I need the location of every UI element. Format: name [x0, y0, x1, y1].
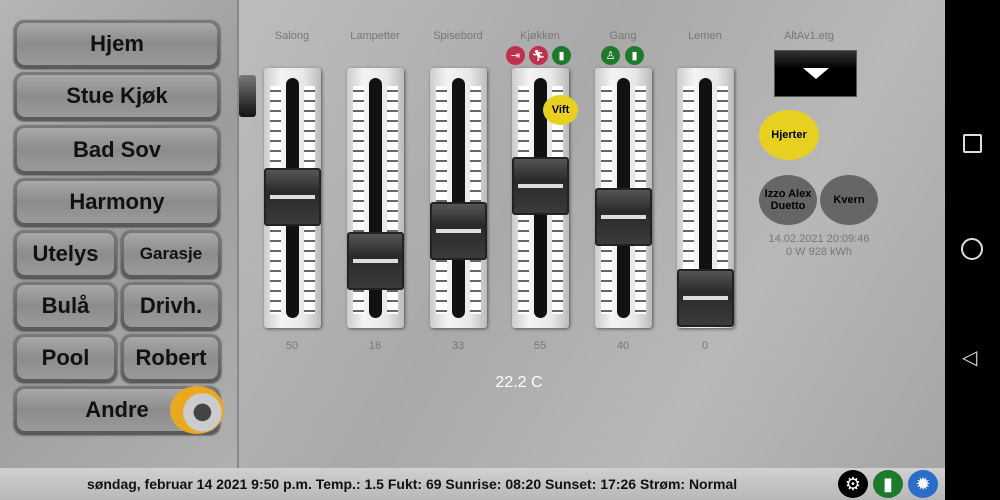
vift-label: Vift: [551, 104, 570, 116]
tick-marks: [387, 86, 398, 314]
tick-marks: [717, 86, 728, 314]
weather-icon[interactable]: ✹: [908, 470, 938, 498]
menu-harmony[interactable]: Harmony: [14, 178, 220, 226]
menu-robert[interactable]: Robert: [121, 334, 221, 382]
slider-slot: [452, 78, 465, 318]
dropdown-button[interactable]: [774, 50, 857, 97]
dimmer-slider[interactable]: [430, 68, 487, 328]
kvern-label: Kvern: [833, 194, 865, 206]
dimmer-slider[interactable]: [347, 68, 404, 328]
menu-label: Robert: [124, 337, 218, 379]
slider-knob[interactable]: [595, 187, 652, 246]
dimmer-slider[interactable]: [264, 68, 321, 328]
person-icon: ♙: [601, 46, 620, 65]
izzo-button[interactable]: Izzo Alex Duetto: [759, 175, 817, 225]
chevron-down-icon: [802, 68, 829, 79]
slider-value: 55: [533, 340, 547, 352]
menu-label: Hjem: [17, 23, 217, 65]
slider-value: 18: [368, 340, 382, 352]
slider-label: Lemen: [688, 30, 722, 42]
menu-label: Bad Sov: [17, 128, 217, 171]
menu-label: Pool: [17, 337, 114, 379]
menu-label: Drivh.: [124, 285, 218, 327]
menu-garasje[interactable]: Garasje: [121, 230, 221, 278]
slider-label: Salong: [274, 30, 310, 42]
slider-knob[interactable]: [430, 202, 487, 260]
slider-label: Kjøkken: [520, 30, 560, 42]
settings-icon[interactable]: ⚙: [838, 470, 868, 498]
slider-value: 40: [616, 340, 630, 352]
tick-marks: [683, 86, 694, 314]
home-button[interactable]: [961, 238, 983, 260]
slider-value: 33: [451, 340, 465, 352]
menu-utelys[interactable]: Utelys: [14, 230, 117, 278]
tick-marks: [353, 86, 364, 314]
motion-icon: 🏃︎: [529, 46, 548, 65]
dimmer-slider[interactable]: [677, 68, 734, 328]
status-text: søndag, februar 14 2021 9:50 p.m. Temp.:…: [87, 476, 738, 492]
menu-bad-sov[interactable]: Bad Sov: [14, 125, 220, 174]
slider-knob[interactable]: [347, 232, 404, 291]
dimmer-slider[interactable]: [595, 68, 652, 328]
menu-label: Garasje: [124, 233, 218, 275]
slider-knob[interactable]: [264, 167, 321, 226]
camera-icon[interactable]: [170, 386, 224, 434]
menu-pool[interactable]: Pool: [14, 334, 117, 382]
battery-icon: ▮: [625, 46, 644, 65]
hjerter-button[interactable]: Hjerter: [759, 110, 819, 160]
tick-marks: [436, 86, 447, 314]
power-reading: 0 W 928 kWh: [785, 246, 853, 258]
menu-label: Utelys: [17, 233, 114, 275]
menu-drivh[interactable]: Drivh.: [121, 282, 221, 330]
hjerter-label: Hjerter: [771, 129, 807, 141]
menu-bula[interactable]: Bulå: [14, 282, 117, 330]
slider-label: Lampetter: [350, 30, 400, 42]
slider-label: Spisebord: [433, 30, 483, 42]
dropdown-label: AltAv1.etg: [784, 30, 834, 42]
slider-value: 50: [285, 340, 299, 352]
scroll-handle[interactable]: [239, 75, 256, 117]
room-menu: Hjem Stue Kjøk Bad Sov Harmony Utelys Ga…: [0, 0, 237, 468]
timestamp: 14.02.2021 20:09:46: [768, 233, 870, 245]
slider-label: Gang: [609, 30, 637, 42]
slider-value: 0: [701, 340, 709, 352]
power-info: 14.02.2021 20:09:46 0 W 928 kWh: [749, 233, 889, 259]
menu-label: Stue Kjøk: [17, 75, 217, 117]
door-icon: ⇥: [506, 46, 525, 65]
temperature: 22.2 C: [495, 374, 543, 391]
menu-hjem[interactable]: Hjem: [14, 20, 220, 68]
dimmer-slider[interactable]: [512, 68, 569, 328]
slider-slot: [699, 78, 712, 318]
izzo-label: Izzo Alex Duetto: [764, 188, 812, 212]
main-panel: Salong 50 Lampetter 18 Spisebord 33 Kjøkken…: [237, 0, 945, 468]
menu-label: Harmony: [17, 181, 217, 223]
vift-button[interactable]: Vift: [543, 95, 578, 125]
tick-marks: [470, 86, 481, 314]
battery-icon: ▮: [873, 470, 903, 498]
slider-knob[interactable]: [512, 157, 569, 216]
battery-icon: ▮: [552, 46, 571, 65]
back-button[interactable]: ◁: [962, 347, 978, 369]
status-bar: søndag, februar 14 2021 9:50 p.m. Temp.:…: [0, 468, 945, 500]
menu-stue-kjok[interactable]: Stue Kjøk: [14, 72, 220, 120]
kvern-button[interactable]: Kvern: [820, 175, 878, 225]
recents-button[interactable]: [963, 134, 982, 153]
android-nav-bar: ◁: [945, 0, 1000, 500]
slider-knob[interactable]: [677, 269, 734, 327]
menu-label: Bulå: [17, 285, 114, 327]
